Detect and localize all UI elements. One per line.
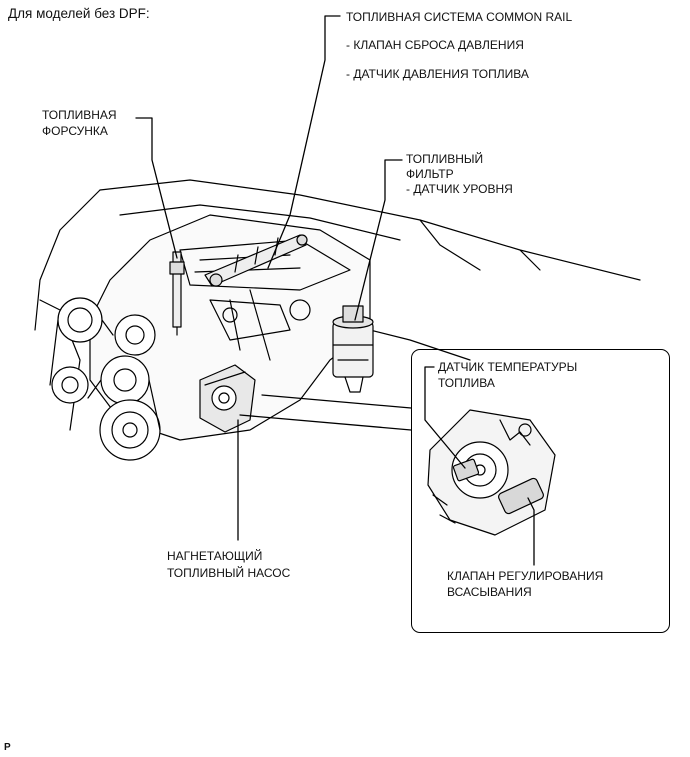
label-common-rail: ТОПЛИВНАЯ СИСТЕМА COMMON RAIL — [346, 10, 573, 24]
label-supply-pump-line1: НАГНЕТАЮЩИЙ — [167, 549, 263, 563]
label-fuel-injector-line2: ФОРСУНКА — [42, 124, 108, 138]
pump-detail-frame — [411, 349, 670, 633]
label-fuel-filter: ТОПЛИВНЫЙ ФИЛЬТР — [406, 152, 484, 181]
label-suction-valve-line1: КЛАПАН РЕГУЛИРОВАНИЯ — [447, 569, 604, 583]
leader-lines — [135, 15, 535, 566]
pump-detail-drawing — [427, 409, 556, 536]
label-suction-valve-line2: ВСАСЫВАНИЯ — [447, 585, 532, 599]
common-rail-part — [204, 234, 308, 287]
fuel-filter-part — [332, 305, 374, 393]
label-fuel-pressure-sensor: - ДАТЧИК ДАВЛЕНИЯ ТОПЛИВА — [346, 67, 529, 81]
front-pulleys — [49, 297, 161, 461]
label-pressure-relief-valve: - КЛАПАН СБРОСА ДАВЛЕНИЯ — [346, 38, 524, 52]
label-fuel-temp-sensor-line2: ТОПЛИВА — [438, 376, 495, 390]
label-supply-pump-line2: ТОПЛИВНЫЙ НАСОС — [167, 566, 291, 580]
fuel-injector-part — [169, 251, 185, 336]
label-fuel-injector-line1: ТОПЛИВНАЯ — [42, 108, 117, 122]
figure-id: P — [4, 742, 11, 753]
label-level-sensor: - ДАТЧИК УРОВНЯ — [406, 182, 513, 196]
label-fuel-temp-sensor-line1: ДАТЧИК ТЕМПЕРАТУРЫ — [438, 360, 578, 374]
page-heading: Для моделей без DPF: — [8, 6, 150, 21]
